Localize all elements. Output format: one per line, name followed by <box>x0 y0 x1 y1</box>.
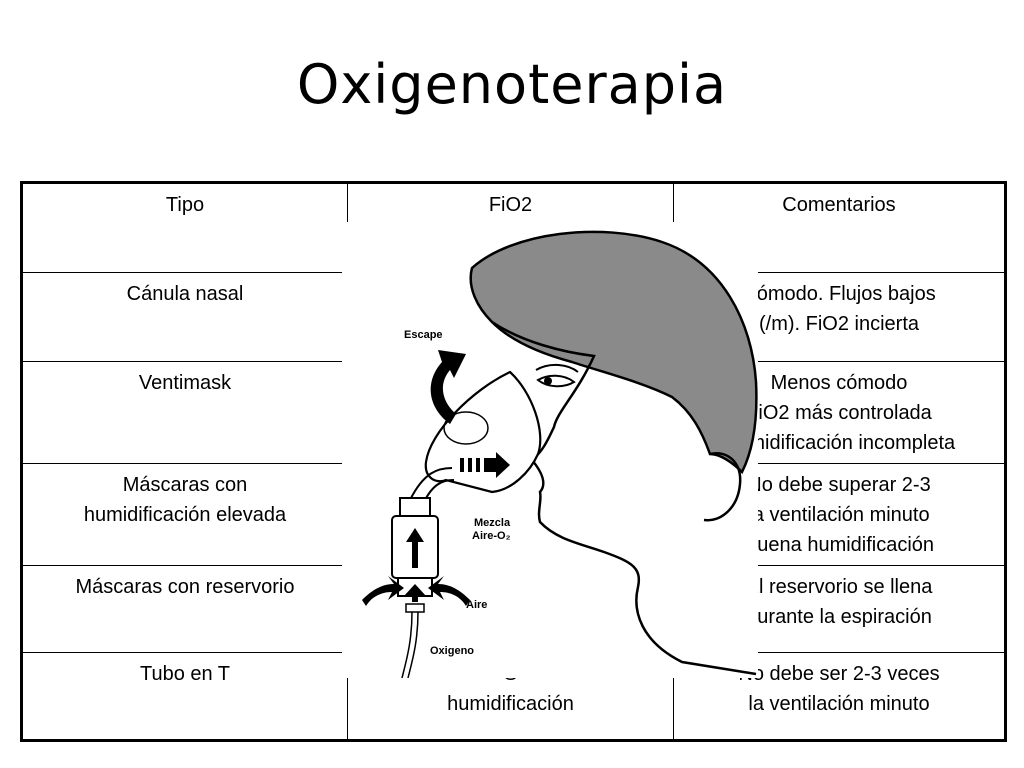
air-arrow-right <box>428 576 470 606</box>
mezcla-label-line2: Aire-O₂ <box>472 530 511 542</box>
mezcla-label: Mezcla Aire-O₂ <box>472 517 513 542</box>
cell-tipo: Máscaras con reservorio <box>21 565 348 653</box>
mask-tube <box>409 467 453 501</box>
oxigeno-label: Oxigeno <box>430 645 474 657</box>
aire-label: Aire <box>466 599 487 611</box>
face-outline <box>491 320 757 676</box>
air-arrow-left <box>362 576 404 606</box>
escape-arrow <box>430 350 466 424</box>
hair-shape <box>469 230 758 475</box>
page-title: Oxigenoterapia <box>296 53 728 116</box>
oxygen-mask-illustration: Escape Mezcla Aire-O₂ Aire Oxigeno <box>342 222 758 678</box>
escape-label: Escape <box>404 329 443 341</box>
inflow-arrow <box>460 452 510 478</box>
ear-shape <box>703 451 742 522</box>
oxygen-tube <box>401 611 419 678</box>
venturi-valve <box>391 497 439 613</box>
cell-comentarios: No debe ser 2-3 veces la ventilación min… <box>673 652 1006 741</box>
header-tipo: Tipo <box>21 182 348 273</box>
cell-tipo: Máscaras con humidificación elevada <box>21 463 348 566</box>
cell-tipo: Tubo en T <box>21 652 348 741</box>
cell-tipo: Ventimask <box>21 361 348 464</box>
mezcla-label-line1: Mezcla <box>474 517 511 529</box>
cell-tipo: Cánula nasal <box>21 272 348 362</box>
